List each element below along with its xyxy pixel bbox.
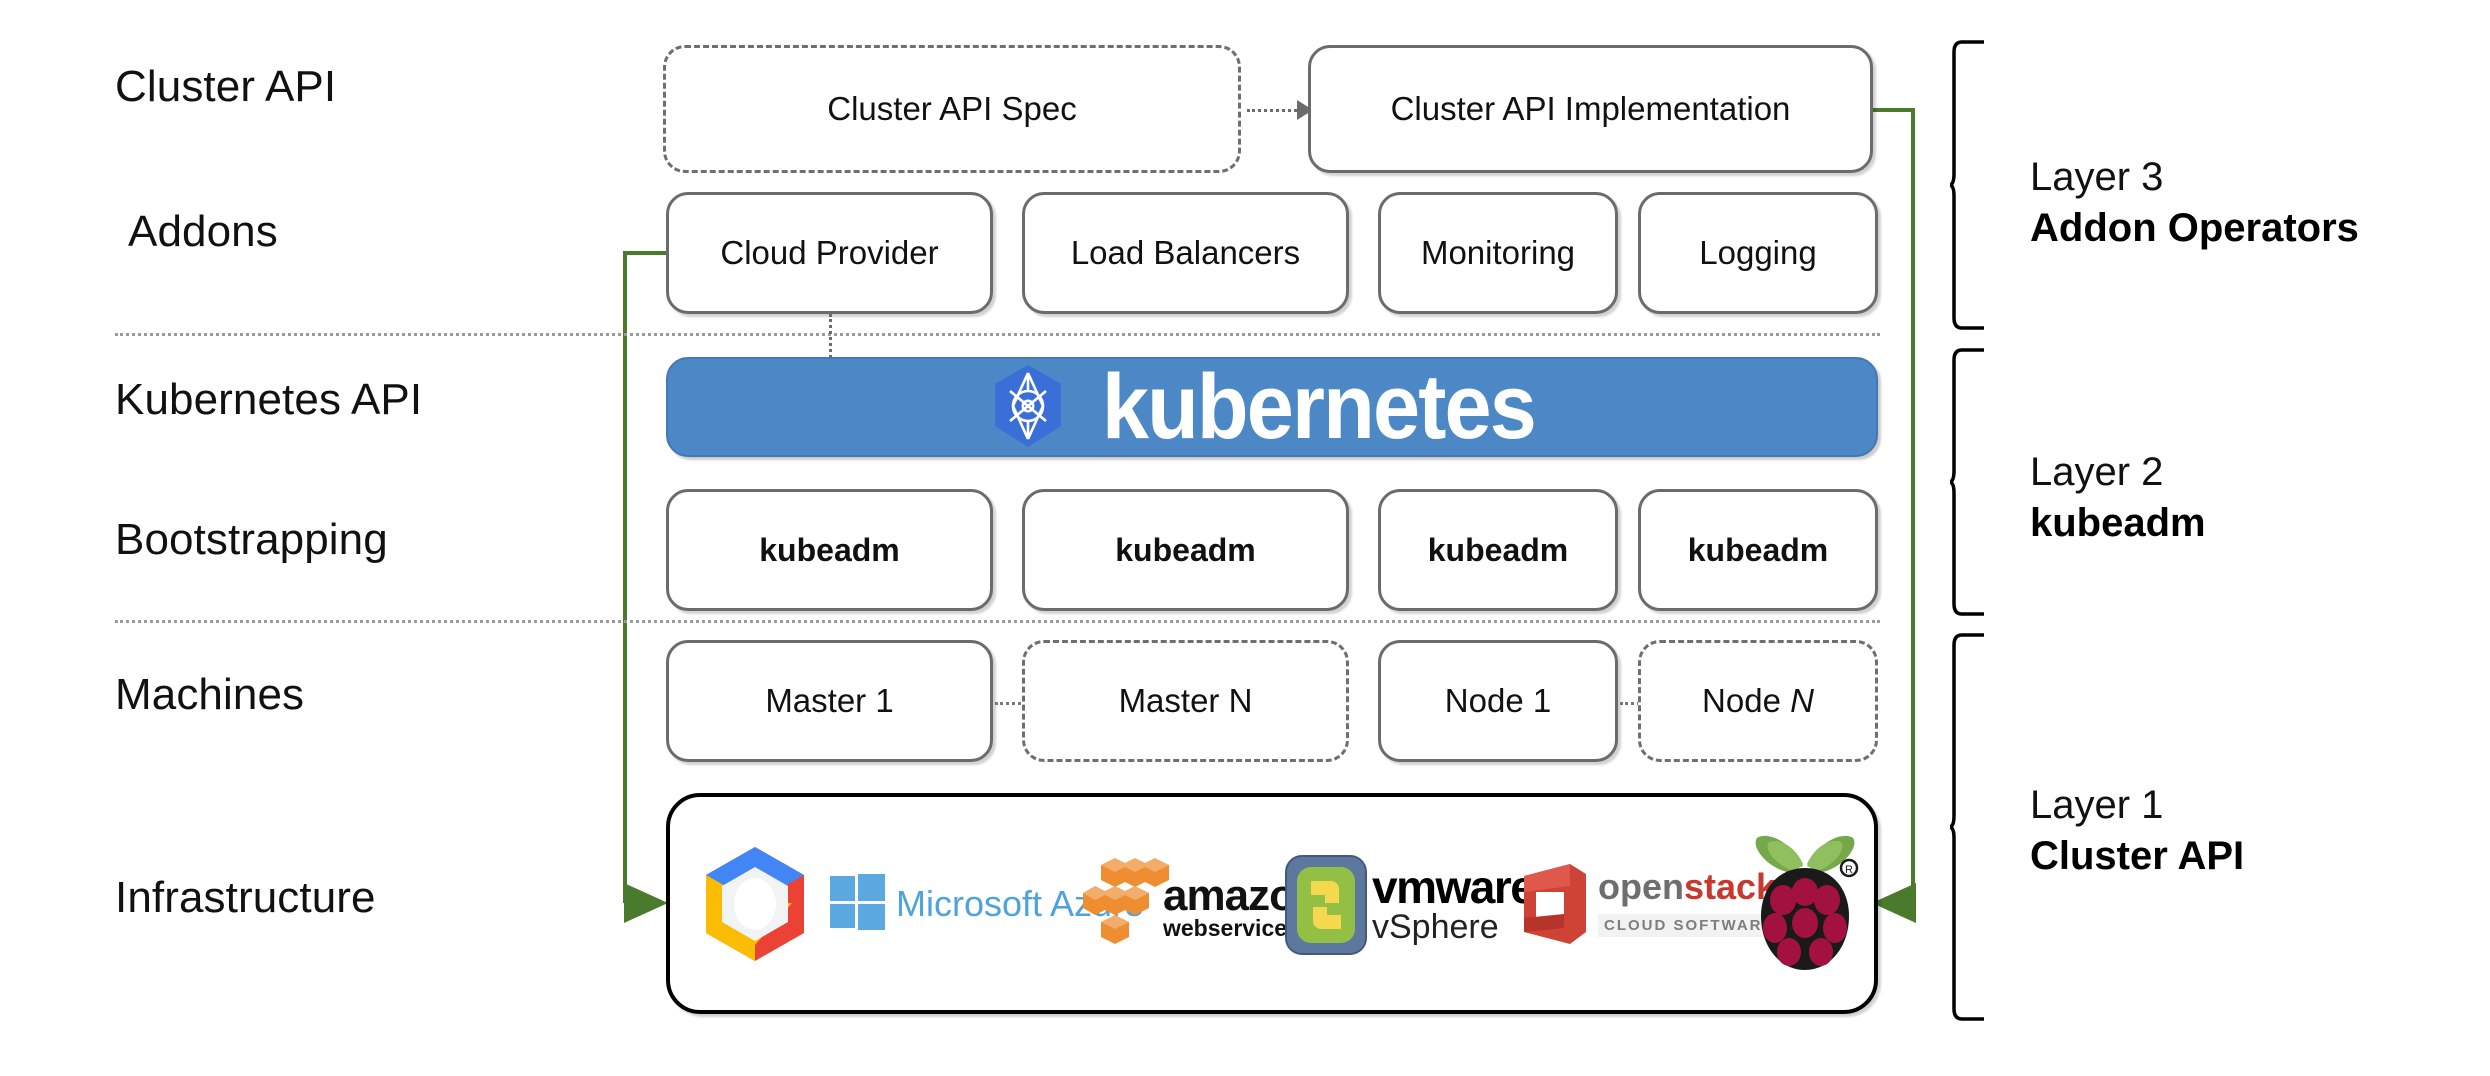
layer-2-line1: Layer 2 bbox=[2030, 450, 2164, 494]
cluster-api-spec-box[interactable]: Cluster API Spec bbox=[663, 45, 1241, 173]
machine-box-master-n[interactable]: Master N bbox=[1022, 640, 1349, 762]
raspberry-pi-icon: R bbox=[1745, 828, 1865, 976]
kubeadm-box-4[interactable]: kubeadm bbox=[1638, 489, 1878, 611]
layer-1-brace bbox=[1950, 633, 1984, 1021]
layer-3-brace bbox=[1950, 40, 1984, 330]
layer-separator-rule-upper bbox=[115, 333, 1880, 336]
row-label-cluster-api: Cluster API bbox=[115, 62, 337, 111]
dotted-line bbox=[1247, 108, 1297, 112]
machine-label-node-n-suffix: N bbox=[1790, 682, 1814, 719]
layer-1-line1: Layer 1 bbox=[2030, 783, 2164, 827]
infrastructure-box[interactable] bbox=[666, 793, 1878, 1014]
layer-1-line2: Cluster API bbox=[2030, 834, 2245, 879]
machine-label-node-1: Node 1 bbox=[1444, 682, 1552, 719]
svg-text:R: R bbox=[1845, 864, 1853, 876]
spec-to-implementation-arrow bbox=[1247, 99, 1313, 121]
google-cloud-hexagon-icon bbox=[700, 845, 810, 963]
layer-2-label: Layer 2 kubeadm bbox=[2030, 447, 2206, 549]
layer-separator-rule-lower bbox=[115, 620, 1880, 623]
machine-box-node-n[interactable]: Node N bbox=[1638, 640, 1878, 762]
aws-webservices-text: webservices bbox=[1163, 914, 1300, 941]
kubeadm-label-4: kubeadm bbox=[1687, 531, 1829, 568]
machine-label-node-n: Node N bbox=[1702, 682, 1814, 719]
microsoft-windows-squares-icon bbox=[830, 874, 886, 930]
layer-3-line1: Layer 3 bbox=[2030, 155, 2164, 199]
layer-2-line2: kubeadm bbox=[2030, 501, 2206, 546]
vsphere-text: vSphere bbox=[1372, 907, 1499, 946]
machines-ellipsis-connector-1 bbox=[995, 702, 1021, 705]
machine-box-master-1[interactable]: Master 1 bbox=[666, 640, 993, 762]
machine-box-node-1[interactable]: Node 1 bbox=[1378, 640, 1618, 762]
addon-box-monitoring[interactable]: Monitoring bbox=[1378, 192, 1618, 314]
cluster-api-implementation-label: Cluster API Implementation bbox=[1390, 90, 1791, 127]
openstack-open-text: open bbox=[1598, 866, 1684, 907]
addon-box-load-balancers[interactable]: Load Balancers bbox=[1022, 192, 1349, 314]
addon-label-monitoring: Monitoring bbox=[1420, 234, 1576, 271]
openstack-cloud-software-text: CLOUD SOFTWARE bbox=[1598, 914, 1781, 937]
cloud-provider-to-kubernetes-connector bbox=[829, 314, 832, 358]
layer-3-line2: Addon Operators bbox=[2030, 206, 2359, 251]
kubeadm-box-3[interactable]: kubeadm bbox=[1378, 489, 1618, 611]
kubeadm-label-1: kubeadm bbox=[759, 531, 900, 568]
row-label-machines: Machines bbox=[115, 670, 305, 719]
kubeadm-box-2[interactable]: kubeadm bbox=[1022, 489, 1349, 611]
layer-2-brace bbox=[1950, 348, 1984, 616]
row-label-addons: Addons bbox=[128, 207, 278, 256]
cluster-api-implementation-box[interactable]: Cluster API Implementation bbox=[1308, 45, 1873, 173]
row-label-kubernetes-api: Kubernetes API bbox=[115, 375, 423, 424]
aws-cubes-icon bbox=[1083, 858, 1175, 954]
kubeadm-label-2: kubeadm bbox=[1115, 531, 1256, 568]
cluster-api-spec-label: Cluster API Spec bbox=[827, 90, 1077, 127]
layer-3-label: Layer 3 Addon Operators bbox=[2030, 152, 2359, 254]
layer-1-label: Layer 1 Cluster API bbox=[2030, 780, 2244, 882]
addon-label-logging: Logging bbox=[1699, 234, 1817, 271]
vmware-wordmark: vmware vSphere bbox=[1372, 861, 1536, 946]
kubernetes-api-banner[interactable]: kubernetes bbox=[666, 355, 1878, 458]
kubernetes-wordmark: kubernetes bbox=[1101, 355, 1536, 458]
row-label-infrastructure: Infrastructure bbox=[115, 873, 376, 922]
addon-box-logging[interactable]: Logging bbox=[1638, 192, 1878, 314]
kubeadm-box-1[interactable]: kubeadm bbox=[666, 489, 993, 611]
openstack-stack-text: stack bbox=[1684, 866, 1777, 907]
addon-box-cloud-provider[interactable]: Cloud Provider bbox=[666, 192, 993, 314]
machine-label-master-1: Master 1 bbox=[765, 682, 894, 719]
openstack-block-icon bbox=[1518, 862, 1590, 948]
vmware-vsphere-icon bbox=[1285, 855, 1367, 955]
vmware-text: vmware bbox=[1372, 861, 1536, 913]
kubeadm-label-3: kubeadm bbox=[1427, 531, 1569, 568]
addon-label-load-balancers: Load Balancers bbox=[1070, 234, 1301, 271]
kubernetes-helm-wheel-icon bbox=[994, 365, 1061, 447]
row-label-bootstrapping: Bootstrapping bbox=[115, 515, 388, 564]
addon-label-cloud-provider: Cloud Provider bbox=[720, 234, 939, 271]
machines-ellipsis-connector-2 bbox=[1620, 702, 1640, 705]
machine-label-master-n: Master N bbox=[1118, 682, 1253, 719]
